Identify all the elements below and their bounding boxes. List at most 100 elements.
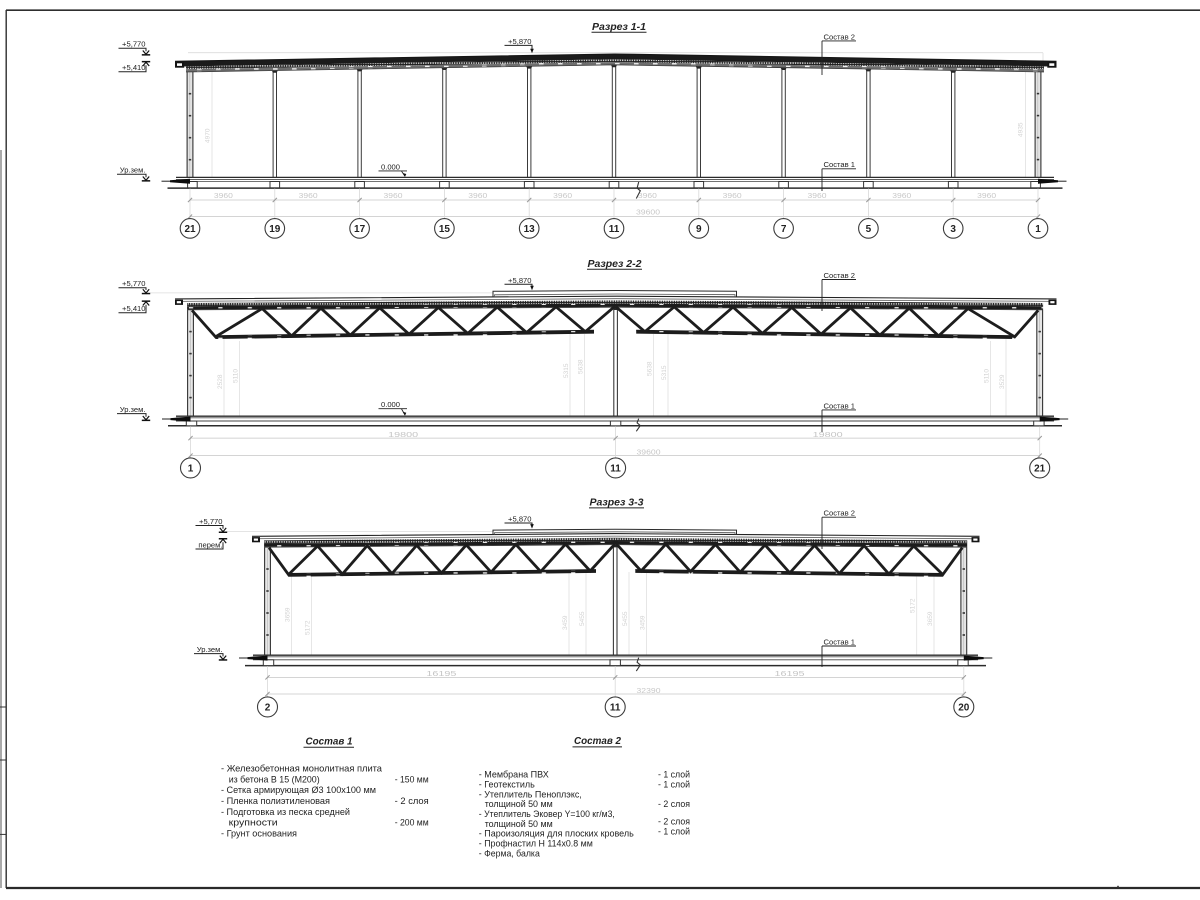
svg-text:3960: 3960 bbox=[892, 193, 911, 200]
svg-text:Состав 1: Состав 1 bbox=[824, 637, 856, 646]
svg-text:- Мембрана ПВХ: - Мембрана ПВХ bbox=[479, 770, 549, 780]
svg-text:5: 5 bbox=[866, 224, 872, 235]
svg-text:3459: 3459 bbox=[562, 615, 569, 630]
svg-text:20: 20 bbox=[958, 703, 970, 714]
svg-text:39600: 39600 bbox=[636, 209, 660, 216]
svg-text:перем.: перем. bbox=[198, 540, 222, 549]
svg-text:17: 17 bbox=[354, 224, 366, 235]
svg-text:3960: 3960 bbox=[977, 193, 996, 200]
svg-text:3529: 3529 bbox=[999, 374, 1006, 389]
svg-text:3960: 3960 bbox=[384, 193, 403, 200]
svg-text:- Геотекстиль: - Геотекстиль bbox=[479, 780, 535, 790]
svg-text:Состав 2: Состав 2 bbox=[824, 509, 856, 518]
svg-text:11: 11 bbox=[610, 464, 621, 475]
svg-text:11: 11 bbox=[610, 703, 621, 714]
svg-text:Ур.зем.: Ур.зем. bbox=[197, 645, 223, 654]
svg-text:Состав 2: Состав 2 bbox=[574, 736, 621, 747]
svg-text:3: 3 bbox=[950, 224, 956, 235]
svg-text:1: 1 bbox=[1035, 224, 1041, 235]
svg-text:+5,870: +5,870 bbox=[508, 276, 531, 285]
svg-text:- Утеплитель Эковер Y=100 кг/м: - Утеплитель Эковер Y=100 кг/м3, bbox=[479, 809, 615, 819]
svg-text:- 2 слоя: - 2 слоя bbox=[658, 817, 690, 827]
svg-text:16195: 16195 bbox=[775, 671, 805, 678]
svg-text:5110: 5110 bbox=[983, 369, 990, 383]
svg-text:5455: 5455 bbox=[579, 611, 586, 626]
svg-text:+5,770: +5,770 bbox=[122, 40, 145, 49]
svg-text:- Подготовка из песка средней: - Подготовка из песка средней bbox=[221, 807, 350, 817]
svg-text:3960: 3960 bbox=[638, 193, 657, 200]
svg-text:5172: 5172 bbox=[304, 620, 311, 635]
svg-text:9: 9 bbox=[696, 224, 702, 235]
svg-text:5315: 5315 bbox=[563, 363, 570, 378]
svg-text:Состав 1: Состав 1 bbox=[824, 401, 856, 410]
svg-text:Состав 2: Состав 2 bbox=[824, 271, 856, 280]
svg-text:21: 21 bbox=[1034, 464, 1046, 475]
svg-text:19: 19 bbox=[269, 224, 281, 235]
svg-text:5455: 5455 bbox=[622, 611, 629, 626]
svg-text:5638: 5638 bbox=[577, 359, 584, 374]
svg-text:2: 2 bbox=[265, 703, 271, 714]
svg-text:- Железобетонная монолитная п: - Железобетонная монолитная плита bbox=[221, 764, 383, 774]
svg-text:3960: 3960 bbox=[214, 193, 233, 200]
svg-text:+5,870: +5,870 bbox=[508, 37, 531, 46]
svg-text:- 2 слоя: - 2 слоя bbox=[395, 796, 429, 806]
svg-text:19800: 19800 bbox=[813, 432, 843, 439]
svg-text:- 2 слоя: - 2 слоя bbox=[658, 799, 690, 809]
svg-text:+5,770: +5,770 bbox=[122, 279, 145, 288]
svg-text:32390: 32390 bbox=[637, 688, 661, 695]
svg-text:Состав 1: Состав 1 bbox=[824, 160, 856, 169]
svg-text:3960: 3960 bbox=[553, 193, 572, 200]
svg-text:39600: 39600 bbox=[637, 449, 661, 456]
svg-text:- Утеплитель Пеноплэкс,: - Утеплитель Пеноплэкс, bbox=[479, 789, 582, 799]
svg-text:- Грунт основания: - Грунт основания bbox=[221, 828, 297, 838]
svg-text:толщиной 50 мм: толщиной 50 мм bbox=[485, 819, 553, 829]
svg-text:11: 11 bbox=[609, 224, 620, 235]
svg-text:- 1 слой: - 1 слой bbox=[658, 770, 690, 780]
svg-text:Разрез 1-1: Разрез 1-1 bbox=[592, 21, 646, 33]
svg-text:Состав 2: Состав 2 bbox=[824, 32, 856, 41]
svg-text:5638: 5638 bbox=[646, 361, 653, 376]
svg-text:- Профнастил Н 114х0.8 мм: - Профнастил Н 114х0.8 мм bbox=[479, 839, 593, 849]
svg-text:4935: 4935 bbox=[1018, 122, 1025, 137]
svg-text:0.000: 0.000 bbox=[381, 400, 400, 409]
svg-text:5172: 5172 bbox=[910, 598, 917, 613]
svg-text:Разрез 3-3: Разрез 3-3 bbox=[590, 497, 644, 509]
svg-text:13: 13 bbox=[524, 224, 536, 235]
svg-text:16195: 16195 bbox=[426, 671, 456, 678]
svg-text:2528: 2528 bbox=[217, 374, 224, 389]
svg-text:Разрез 2-2: Разрез 2-2 bbox=[588, 258, 642, 270]
svg-text:5110: 5110 bbox=[232, 369, 239, 383]
svg-text:Ур.зем.: Ур.зем. bbox=[120, 166, 146, 175]
svg-text:3960: 3960 bbox=[808, 193, 827, 200]
svg-text:4970: 4970 bbox=[205, 128, 212, 143]
svg-text:3659: 3659 bbox=[284, 607, 291, 622]
svg-text:3960: 3960 bbox=[468, 193, 487, 200]
svg-text:+5,770: +5,770 bbox=[199, 517, 222, 526]
svg-text:Ур.зем.: Ур.зем. bbox=[120, 405, 146, 414]
svg-text:+5,410: +5,410 bbox=[122, 63, 145, 72]
svg-text:3960: 3960 bbox=[723, 193, 742, 200]
svg-text:Состав 1: Состав 1 bbox=[306, 737, 353, 748]
svg-text:- Пленка полиэтиленовая: - Пленка полиэтиленовая bbox=[221, 796, 330, 806]
svg-text:- Пароизоляция для плоских кро: - Пароизоляция для плоских кровель bbox=[479, 829, 634, 839]
svg-text:- 150 мм: - 150 мм bbox=[395, 775, 429, 785]
svg-text:- Сетка армирующая Ø3 100x100: - Сетка армирующая Ø3 100x100 мм bbox=[221, 785, 376, 795]
svg-text:19800: 19800 bbox=[388, 432, 418, 439]
svg-text:3659: 3659 bbox=[927, 611, 934, 626]
svg-text:21: 21 bbox=[184, 224, 196, 235]
svg-text:толщиной 50 мм: толщиной 50 мм bbox=[485, 799, 553, 809]
svg-text:+5,870: +5,870 bbox=[508, 515, 531, 524]
svg-text:7: 7 bbox=[781, 224, 787, 235]
svg-text:- 1 слой: - 1 слой bbox=[658, 780, 690, 790]
svg-text:крупности: крупности bbox=[229, 818, 278, 828]
svg-text:3960: 3960 bbox=[299, 193, 318, 200]
svg-text:+5,410: +5,410 bbox=[122, 304, 145, 313]
svg-text:1: 1 bbox=[188, 464, 194, 475]
svg-text:15: 15 bbox=[439, 224, 451, 235]
svg-text:5315: 5315 bbox=[661, 365, 668, 380]
svg-text:0.000: 0.000 bbox=[381, 162, 400, 171]
svg-text:- Ферма, балка: - Ферма, балка bbox=[479, 848, 541, 858]
svg-text:3459: 3459 bbox=[639, 615, 646, 630]
svg-text:из бетона В 15 (М200): из бетона В 15 (М200) bbox=[229, 775, 320, 785]
svg-text:- 1 слой: - 1 слой bbox=[658, 827, 690, 837]
